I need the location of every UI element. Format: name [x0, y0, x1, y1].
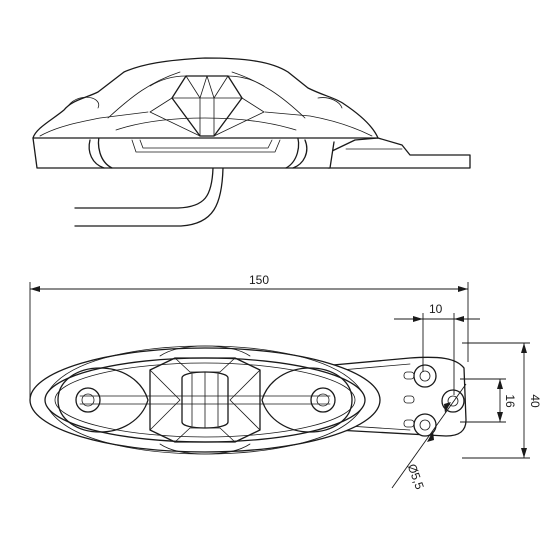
dim-16: 16	[460, 378, 517, 423]
bracket-hole-upper	[413, 364, 437, 388]
side-view	[32, 57, 471, 227]
left-screw-hole	[75, 387, 101, 413]
top-left-lobe	[57, 367, 149, 433]
cable	[74, 167, 224, 227]
side-body-base	[32, 137, 335, 169]
top-view	[29, 345, 467, 455]
dim-16-label: 16	[503, 394, 517, 408]
top-bracket	[299, 356, 467, 437]
top-right-lobe	[261, 367, 353, 433]
side-bracket-plate	[327, 137, 471, 169]
dim-diameter: Ø5,5	[391, 383, 467, 492]
dim-diameter-label: Ø5,5	[405, 462, 427, 492]
dim-40: 40	[462, 342, 542, 459]
dim-10: 10	[394, 302, 480, 395]
bracket-hole-lower	[413, 413, 437, 437]
dim-40-label: 40	[528, 394, 542, 408]
right-screw-hole	[310, 387, 336, 413]
dim-150: 150	[29, 273, 469, 400]
dim-10-label: 10	[429, 302, 443, 316]
dim-150-label: 150	[249, 273, 269, 287]
